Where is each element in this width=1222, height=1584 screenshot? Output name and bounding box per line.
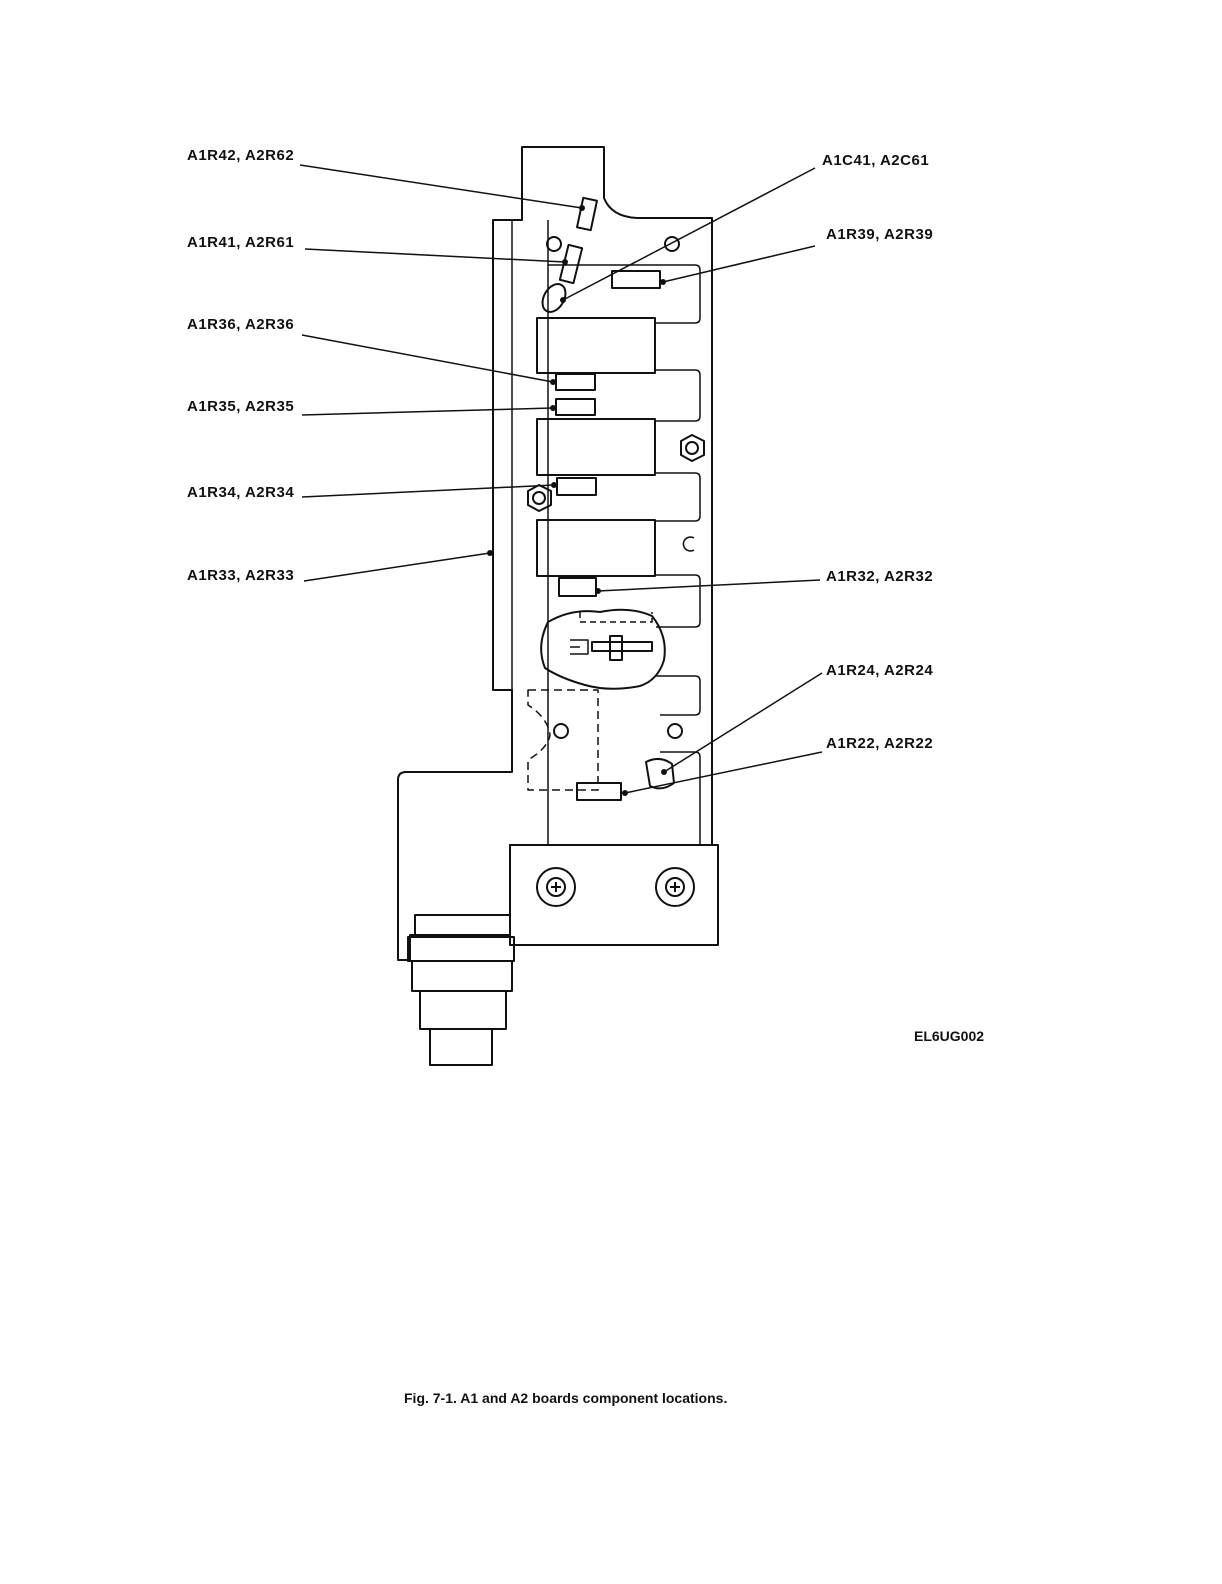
callout-a1r39: A1R39, A2R39 bbox=[826, 226, 933, 243]
callout-a1r41: A1R41, A2R61 bbox=[187, 234, 294, 251]
board-outline bbox=[548, 220, 700, 845]
callout-a1r34: A1R34, A2R34 bbox=[187, 484, 294, 501]
hidden-outline bbox=[528, 690, 598, 790]
chassis-outline bbox=[398, 147, 712, 960]
callout-a1c41: A1C41, A2C61 bbox=[822, 152, 929, 169]
figure-caption: Fig. 7-1. A1 and A2 boards component loc… bbox=[404, 1390, 727, 1406]
callout-a1r22: A1R22, A2R22 bbox=[826, 735, 933, 752]
mount-hole bbox=[547, 237, 561, 251]
connector-neck bbox=[420, 991, 506, 1029]
mount-hole bbox=[554, 724, 568, 738]
relay-block bbox=[537, 318, 655, 373]
callout-a1r42: A1R42, A2R62 bbox=[187, 147, 294, 164]
relay-block bbox=[537, 419, 655, 475]
side-rail bbox=[493, 220, 512, 690]
connector-body bbox=[408, 937, 514, 961]
callout-a1r36: A1R36, A2R36 bbox=[187, 316, 294, 333]
callout-a1r32: A1R32, A2R32 bbox=[826, 568, 933, 585]
resistor-a1r34 bbox=[557, 478, 596, 495]
base-block bbox=[510, 845, 718, 945]
callout-a1r24: A1R24, A2R24 bbox=[826, 662, 933, 679]
resistor-a1r36 bbox=[556, 374, 595, 390]
connector-ring bbox=[412, 961, 512, 991]
connector-flange bbox=[415, 915, 510, 937]
connector-tip bbox=[430, 1029, 492, 1065]
hex-nut bbox=[681, 435, 704, 461]
resistor-a1r32 bbox=[559, 578, 596, 596]
relay-block bbox=[537, 520, 655, 576]
resistor-a1r42 bbox=[577, 198, 597, 230]
mount-hole bbox=[665, 237, 679, 251]
drawing-id: EL6UG002 bbox=[914, 1028, 984, 1044]
resistor-a1r39 bbox=[612, 271, 660, 288]
resistor-a1r35 bbox=[556, 399, 595, 415]
callout-a1r33: A1R33, A2R33 bbox=[187, 567, 294, 584]
mount-slot bbox=[683, 537, 694, 551]
resistor-a1r22 bbox=[577, 783, 621, 800]
callout-a1r35: A1R35, A2R35 bbox=[187, 398, 294, 415]
leader-arrowheads bbox=[487, 205, 667, 796]
mount-hole bbox=[668, 724, 682, 738]
